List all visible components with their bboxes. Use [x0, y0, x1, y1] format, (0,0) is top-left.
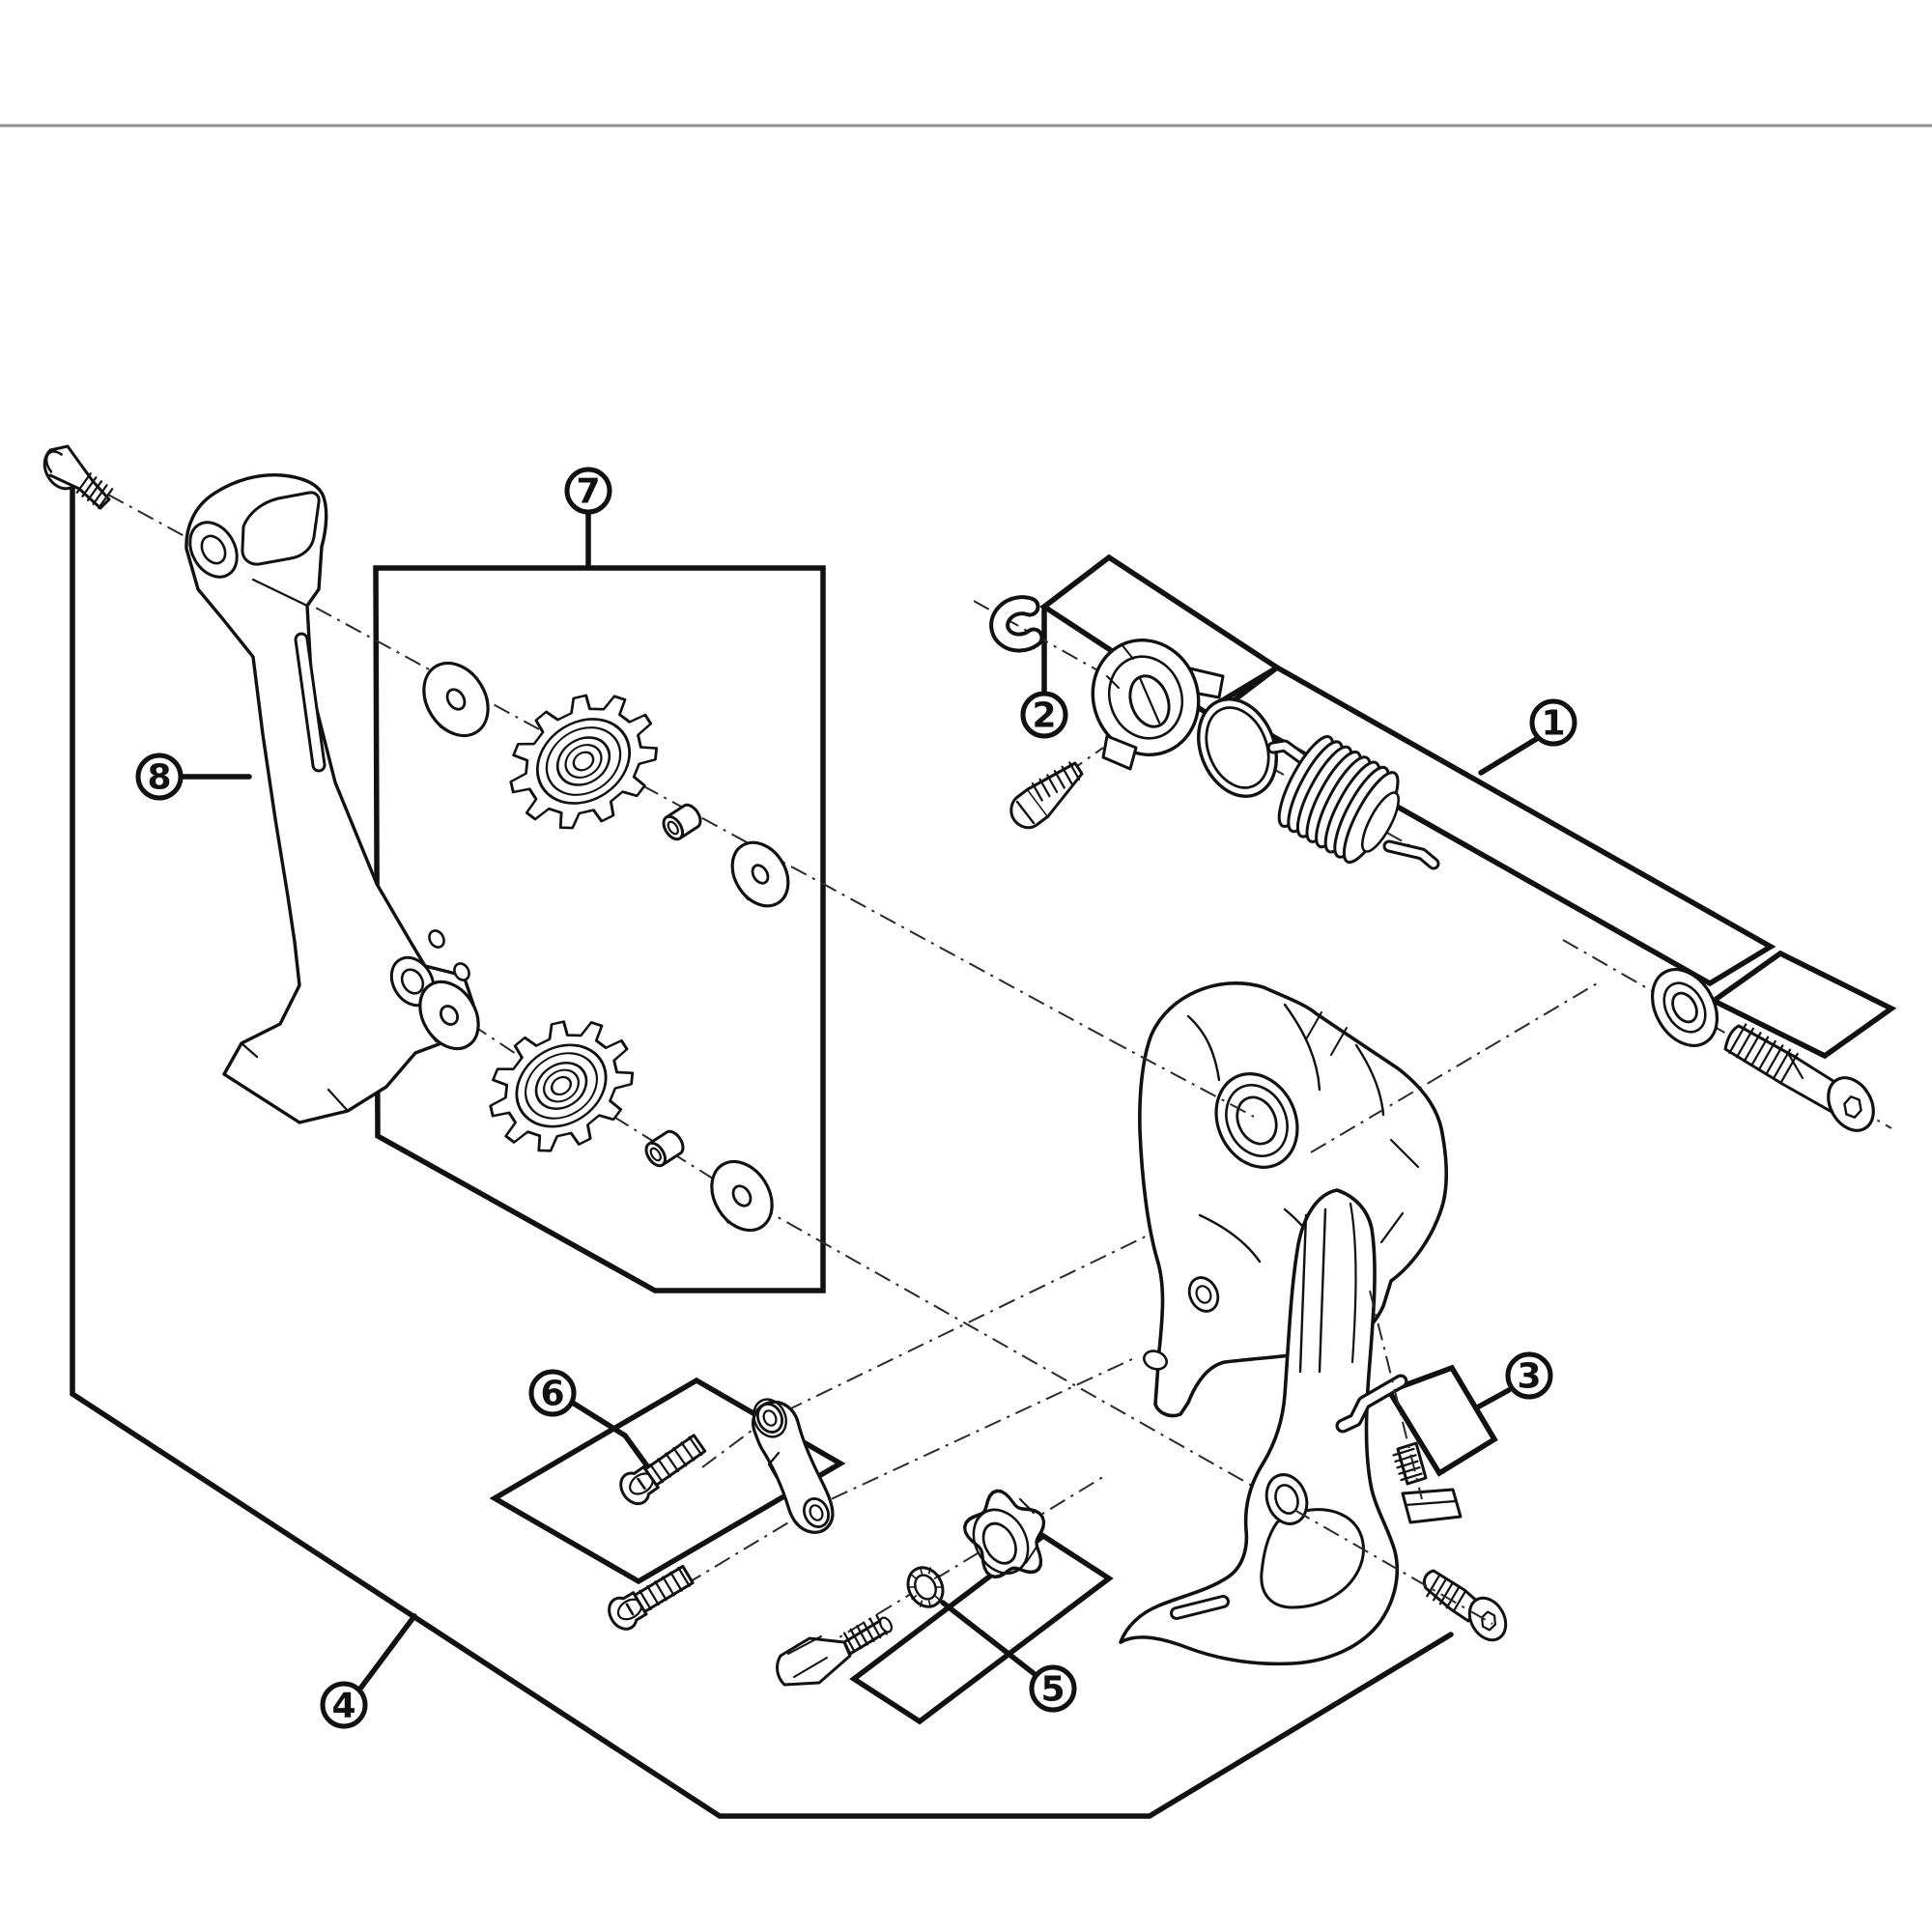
callout-number-3: 3: [1517, 1357, 1541, 1397]
group-box-3: [1384, 1364, 1498, 1477]
callouts: 1 2 3 4 5 6 7 8: [135, 467, 1577, 1729]
callout-number-2: 2: [1032, 696, 1056, 736]
callout-3: 3: [1505, 1351, 1553, 1400]
stopper-screw: [1009, 761, 1084, 830]
callout-number-7: 7: [576, 472, 600, 512]
callout-number-1: 1: [1541, 704, 1565, 744]
pulley-washer-3: [418, 980, 480, 1051]
callout-circle-5: [1029, 1664, 1077, 1713]
guide-pulley: [509, 694, 659, 830]
callout-8: 8: [135, 753, 184, 801]
callout-5: 5: [1029, 1664, 1077, 1713]
e-clip: [989, 595, 1044, 653]
callout-circle-8: [135, 753, 184, 801]
bracket-screw-upper: [619, 1434, 707, 1506]
stopper-pin: [1335, 1374, 1408, 1434]
tension-pulley: [489, 1020, 635, 1152]
callout-circle-1: [1529, 698, 1577, 747]
assembly-axes-over: [1110, 981, 1600, 1625]
callout-number-4: 4: [331, 1687, 355, 1726]
callout-circle-6: [528, 1369, 577, 1417]
callout-leaders: [177, 508, 1541, 1691]
inner-cage-plate: [185, 472, 475, 1124]
leader-5: [940, 1600, 1037, 1677]
callout-2: 2: [1020, 691, 1068, 739]
group-box-6: [489, 1377, 846, 1585]
callout-number-8: 8: [147, 758, 171, 798]
pulley-bushing-2: [644, 1129, 685, 1168]
pulley-bushing-1: [662, 803, 702, 841]
b-axle-bolt: [1723, 1023, 1875, 1132]
cap-screw: [1392, 1441, 1463, 1524]
bracket-screw-lower: [608, 1564, 695, 1631]
adjust-nut: [906, 1566, 945, 1608]
bracket-link: [752, 1398, 835, 1534]
callout-number-6: 6: [540, 1375, 564, 1414]
callout-number-5: 5: [1040, 1670, 1065, 1710]
parts: [43, 444, 1875, 1687]
callout-7: 7: [564, 467, 612, 515]
group-boxes: [70, 485, 1897, 1819]
group-box-5: [849, 1532, 1114, 1725]
callout-4: 4: [320, 1681, 368, 1729]
callout-circle-2: [1020, 691, 1068, 739]
tension-stopper-plate: [1091, 638, 1225, 771]
callout-6: 6: [528, 1369, 577, 1417]
leader-6: [568, 1399, 651, 1470]
group-outline-4: [70, 485, 1454, 1819]
leader-4: [357, 1613, 417, 1691]
pulley-washer-2: [730, 840, 790, 908]
tension-spring: [1266, 735, 1440, 870]
cage-pivot-bolt: [1422, 1569, 1508, 1642]
outer-cage-plate: [1119, 1188, 1400, 1666]
callout-1: 1: [1529, 698, 1577, 747]
pulley-washer-4: [710, 1159, 774, 1233]
b-axle-washer: [1650, 968, 1719, 1047]
cable-adjust-bolt: [776, 1614, 893, 1687]
group-box-1b: [1708, 950, 1897, 1060]
leader-1: [1478, 735, 1541, 776]
barrel-adjuster-knob: [962, 1489, 1046, 1579]
o-ring-seal: [1197, 697, 1278, 798]
callout-circle-7: [564, 467, 612, 515]
cage-stop-bolt: [43, 444, 114, 510]
group-box-1: [1210, 664, 1776, 987]
leader-3: [1476, 1387, 1512, 1409]
pulley-washer-1: [422, 661, 490, 738]
callout-circle-4: [320, 1681, 368, 1729]
callout-circle-3: [1505, 1351, 1553, 1400]
